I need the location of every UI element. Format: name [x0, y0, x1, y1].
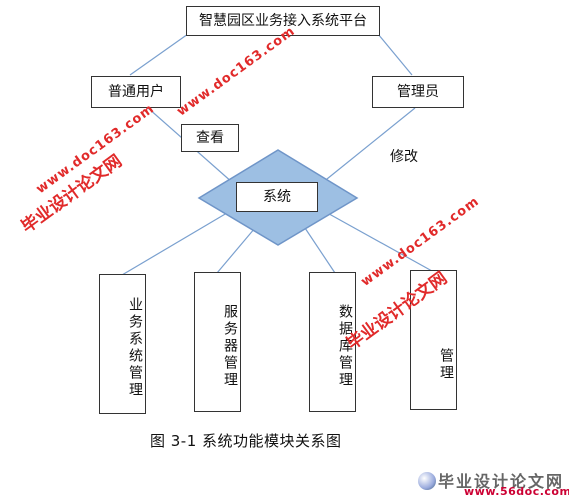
system-label: 系统	[236, 182, 318, 212]
module-database: 数据库管理	[309, 272, 356, 412]
footer-logo: 毕业设计论文网 www.56doc.com	[418, 468, 569, 498]
module-server: 服务器管理	[194, 272, 241, 412]
figure-caption: 图 3-1 系统功能模块关系图	[150, 432, 342, 450]
view-label: 查看	[181, 124, 239, 152]
user-box: 普通用户	[91, 76, 181, 108]
module-management: 管理	[410, 270, 457, 410]
footer-logo-url: www.56doc.com	[464, 485, 569, 498]
platform-box: 智慧园区业务接入系统平台	[186, 6, 380, 36]
admin-box: 管理员	[372, 76, 464, 108]
module-business-system: 业务系统管理	[99, 274, 146, 414]
footer-logo-text: 毕业设计论文网	[438, 472, 565, 491]
edit-label: 修改	[390, 149, 418, 165]
globe-icon	[418, 472, 436, 490]
